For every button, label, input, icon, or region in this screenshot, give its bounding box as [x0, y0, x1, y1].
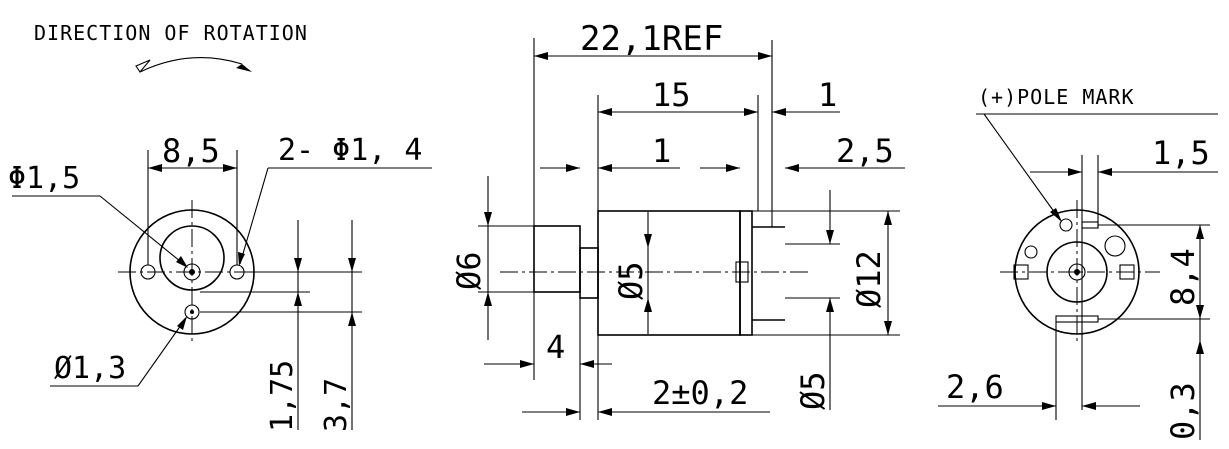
arrowhead: [758, 52, 772, 60]
pole-mark-title: (+)POLE MARK: [978, 85, 1135, 109]
dim-horizontal: 2,6: [946, 368, 1004, 406]
arrowhead: [348, 312, 356, 326]
arrowhead: [1196, 340, 1204, 354]
front-cap: [533, 225, 581, 293]
arrowhead: [1196, 305, 1204, 319]
arrowhead: [148, 164, 162, 172]
arrowhead: [294, 292, 302, 306]
dim-cap-length: 4: [546, 328, 565, 366]
arrowhead: [484, 212, 492, 226]
rotation-arrow-head: [236, 64, 252, 72]
arrowhead: [294, 258, 302, 272]
boss: [579, 247, 599, 299]
arrowhead: [566, 164, 580, 172]
leader-line: [239, 167, 269, 265]
rotation-arrow-tail: [135, 59, 151, 73]
dim-terminal-offset: 1,5: [1152, 134, 1210, 172]
arrowhead: [348, 258, 356, 272]
dim-terminal-ext: 2,5: [836, 132, 894, 170]
end-flange: [739, 210, 753, 336]
dim-overall: 22,1REF: [580, 19, 723, 59]
arrowhead: [223, 164, 237, 172]
pole-mark-dot: [1059, 218, 1073, 232]
rotation-title: DIRECTION OF ROTATION: [34, 21, 308, 45]
arrowhead: [1050, 208, 1062, 222]
leader-line: [137, 317, 187, 387]
arrowhead: [520, 360, 534, 368]
arrowhead: [1042, 402, 1056, 410]
arrowhead: [744, 108, 758, 116]
dim-boss-dia: Ø5: [612, 261, 650, 300]
dim-shaft-ext: 2±0,2: [652, 374, 748, 412]
rotation-arrow-arc: [139, 57, 243, 73]
leader-line: [983, 113, 1061, 221]
front-view: DIRECTION OF ROTATION 8,5 Φ1,5 2- Φ1, 4: [8, 21, 432, 432]
arrowhead: [644, 298, 652, 312]
arrowhead: [884, 211, 892, 225]
dim-mount-holes: 2- Φ1, 4: [278, 133, 423, 168]
arrowhead: [177, 316, 187, 330]
vent-hole: [1104, 235, 1126, 257]
arrowhead: [772, 108, 786, 116]
terminal-slot-top: [1081, 221, 1099, 229]
arrowhead: [566, 408, 580, 416]
arrowhead: [644, 234, 652, 248]
arrowhead: [598, 108, 612, 116]
arrowhead: [176, 256, 188, 268]
vent-hole: [1024, 245, 1038, 259]
dim-terminal-width: 1: [818, 76, 837, 114]
arrowhead: [826, 230, 834, 244]
arrowhead: [484, 292, 492, 306]
arrowhead: [1082, 402, 1096, 410]
arrowhead: [826, 298, 834, 312]
dim-terminal-spacing: 8,4: [1164, 248, 1202, 306]
arrowhead: [238, 252, 245, 266]
leader-line: [99, 195, 187, 267]
arrowhead: [598, 408, 612, 416]
dim-body-length: 15: [652, 76, 691, 114]
dim-pad: 0,3: [1164, 382, 1202, 440]
dim-cap-dia: Ø6: [450, 251, 488, 290]
dim-small-hole: Ø1,3: [54, 351, 126, 386]
arrowhead: [1068, 168, 1082, 176]
arrowhead: [884, 321, 892, 335]
side-view: 22,1REF 15 1 1 2,5 Ø6 Ø5: [450, 19, 905, 420]
dim-spacing: 8,5: [162, 132, 220, 170]
arrowhead: [580, 360, 594, 368]
arrowhead: [726, 164, 740, 172]
dim-shaft-dia: Φ1,5: [8, 161, 80, 196]
arrowhead: [1196, 225, 1204, 239]
arrowhead: [534, 52, 548, 60]
dim-terminal-span: Ø5: [794, 371, 832, 410]
arrowhead: [1098, 168, 1112, 176]
dim-flange: 1: [652, 132, 671, 170]
dim-body-dia: Ø12: [850, 250, 888, 308]
dim-offset-b: 3,7: [319, 378, 354, 432]
arrowhead: [598, 164, 612, 172]
dim-offset-a: 1,75: [265, 360, 300, 432]
arrowhead: [785, 164, 799, 172]
rear-view: (+)POLE MARK 1,5 8,4: [938, 85, 1218, 440]
